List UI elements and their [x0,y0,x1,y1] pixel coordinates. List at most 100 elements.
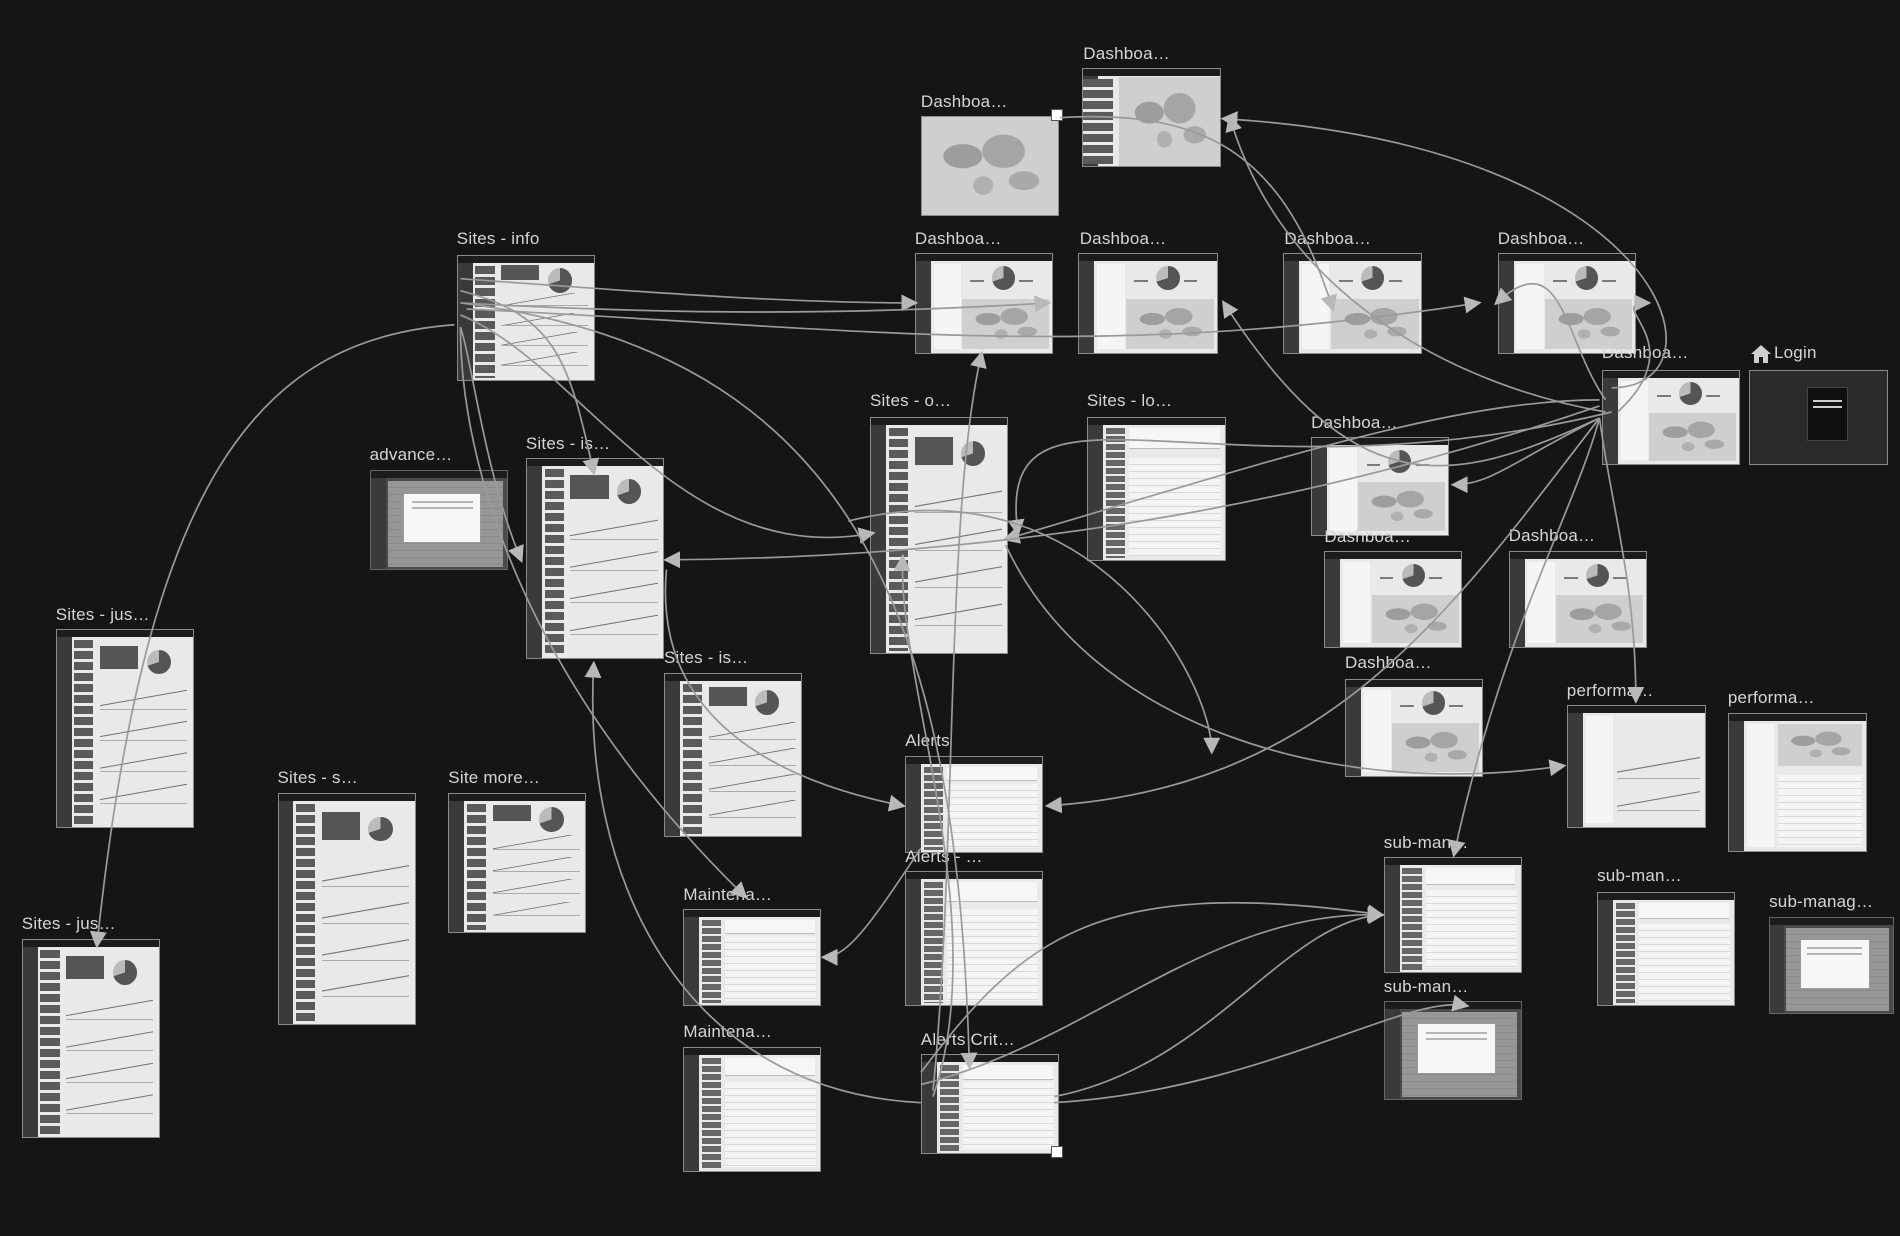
screen-label-performa-1[interactable]: performa… [1566,681,1654,700]
app-sidebar [1498,261,1514,353]
screen-label-sites-lo[interactable]: Sites - lo… [1086,391,1173,411]
screen-performa-2[interactable] [1727,712,1868,852]
screen-sites-s[interactable] [277,792,416,1026]
screen-sites-info[interactable] [456,254,595,381]
screen-label-sites-jus-1[interactable]: Sites - jus… [55,604,150,624]
status-pie [1401,563,1425,588]
screen-dash-i[interactable] [1345,678,1484,777]
screen-label-dash-h[interactable]: Dashboa… [1508,525,1596,545]
screen-label-sites-s[interactable]: Sites - s… [277,768,358,788]
trend-chart [570,614,658,636]
screen-label-site-more[interactable]: Site more… [448,768,541,788]
screen-sites-lo[interactable] [1086,416,1227,561]
screen-label-sites-is-2[interactable]: Sites - is… [664,648,749,668]
screen-sites-jus-2[interactable] [21,939,160,1138]
screen-login[interactable] [1748,369,1888,466]
trend-chart [100,783,188,804]
app-sidebar [1567,713,1583,827]
app-sidebar [278,800,294,1025]
screen-label-dash-e[interactable]: Dashboa… [1601,342,1689,362]
screen-label-dash-map-1[interactable]: Dashboa… [920,92,1008,112]
screen-label-sites-o[interactable]: Sites - o… [870,391,952,411]
app-sidebar [684,1054,700,1171]
screen-label-sites-info[interactable]: Sites - info [456,229,540,248]
screen-label-alerts[interactable]: Alerts [905,730,950,750]
app-header-bar [1770,918,1893,926]
screen-sites-is-2[interactable] [664,672,803,838]
trend-chart [570,550,658,572]
screen-label-sub-manag-3[interactable]: sub-manag… [1769,891,1874,911]
screen-label-maintena-1[interactable]: Maintena… [683,884,773,904]
screen-label-sites-is-1[interactable]: Sites - is… [525,433,611,453]
status-pie [547,267,573,293]
site-thumbnails [296,803,316,1023]
screen-site-more[interactable] [448,792,587,934]
screen-label-dash-b[interactable]: Dashboa… [1079,229,1167,248]
screen-label-dash-f[interactable]: Dashboa… [1311,413,1398,433]
screen-label-dash-map-2[interactable]: Dashboa… [1083,43,1170,63]
screen-label-dash-i[interactable]: Dashboa… [1345,653,1432,673]
screen-sub-man-4[interactable] [1383,1000,1522,1101]
screen-dash-h[interactable] [1508,551,1647,649]
screen-alerts-crit[interactable] [920,1054,1059,1154]
screen-dash-e[interactable] [1601,369,1740,466]
app-header-bar [915,254,1052,262]
screen-advanced[interactable] [369,470,508,570]
screen-label-maintena-2[interactable]: Maintena… [683,1021,773,1041]
screen-maintena-1[interactable] [683,908,822,1006]
screen-dash-b[interactable] [1078,253,1218,354]
trend-chart [100,688,188,710]
app-sidebar [449,800,465,933]
screen-label-performa-2[interactable]: performa… [1727,688,1815,708]
screen-label-dash-a[interactable]: Dashboa… [914,229,1002,248]
screen-label-dash-c[interactable]: Dashboa… [1284,229,1372,248]
screen-label-login[interactable]: Login [1774,342,1817,362]
screen-dash-map-1[interactable] [920,116,1059,216]
screen-label-alerts-2[interactable]: Alerts - … [905,847,983,866]
selection-handle[interactable] [1050,1146,1063,1159]
screen-label-sites-jus-2[interactable]: Sites - jus… [21,913,116,933]
screen-sub-man-2[interactable] [1597,891,1736,1006]
screen-dash-c[interactable] [1283,253,1423,354]
screen-sites-jus-1[interactable] [55,628,194,828]
screen-label-sub-man-4[interactable]: sub-man… [1383,976,1469,996]
app-sidebar [1384,1008,1400,1100]
screen-alerts[interactable] [905,756,1044,853]
app-sidebar [665,680,680,837]
screen-sites-is-1[interactable] [525,458,664,660]
screen-dash-a[interactable] [914,253,1053,354]
modal-dialog [1799,939,1871,989]
world-map [1649,412,1737,461]
screen-performa-1[interactable] [1566,705,1707,828]
screen-sub-man-1[interactable] [1383,856,1522,973]
screen-dash-g[interactable] [1324,551,1463,649]
screen-alerts-2[interactable] [905,871,1044,1006]
app-sidebar [1312,445,1328,535]
site-thumbnails [74,639,94,825]
site-thumbnails [40,950,60,1135]
status-pie [368,816,393,842]
screen-label-alerts-crit[interactable]: Alerts Crit… [920,1030,1015,1049]
app-sidebar [1284,261,1300,353]
screen-dash-f[interactable] [1311,437,1450,536]
screen-sub-manag-3[interactable] [1769,917,1894,1015]
screen-label-dash-d[interactable]: Dashboa… [1497,229,1585,248]
app-header-bar [665,673,802,681]
screen-dash-map-2[interactable] [1082,67,1222,168]
status-pie [754,689,780,715]
screen-label-dash-g[interactable]: Dashboa… [1324,527,1412,547]
screen-sites-o[interactable] [870,416,1009,655]
trend-chart [914,563,1002,589]
app-header-bar [1602,370,1739,378]
modal-dialog [403,492,482,544]
screen-label-sub-man-2[interactable]: sub-man… [1597,866,1682,886]
screen-maintena-2[interactable] [683,1046,822,1172]
selection-handle[interactable] [1050,109,1063,122]
screen-label-sub-man-1[interactable]: sub-man… [1383,832,1469,852]
screen-dash-d[interactable] [1497,253,1636,354]
row-markers [923,882,943,1003]
trend-chart [501,352,589,366]
screen-label-advanced[interactable]: advance… [369,444,453,464]
trend-chart [66,999,154,1020]
